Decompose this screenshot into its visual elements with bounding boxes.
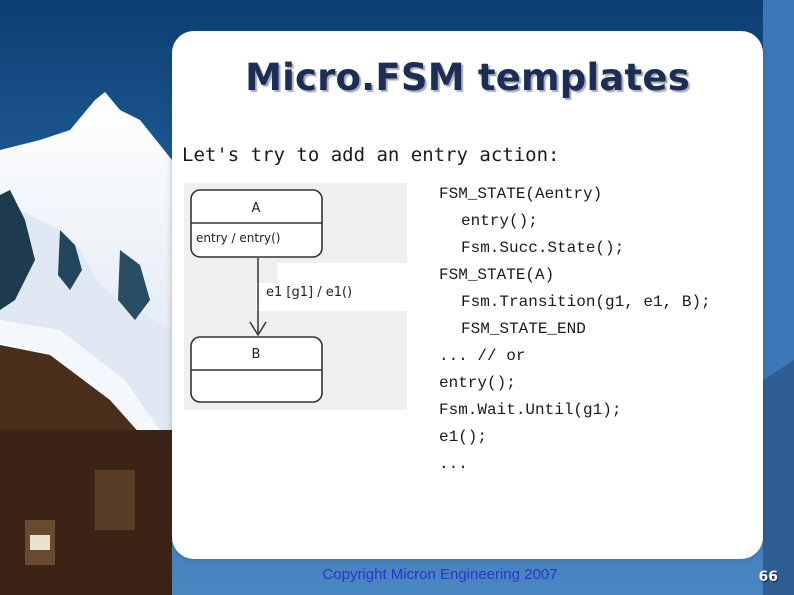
code-line: Fsm.Wait.Until(g1); [439,401,622,419]
code-line: e1(); [439,428,488,446]
code-line: entry(); [461,212,538,230]
code-line: entry(); [439,374,516,392]
state-b-box: B [190,336,323,403]
code-line: FSM_STATE_END [461,320,586,338]
code-line: ... [439,455,468,473]
state-a-box: A entry / entry() [190,189,323,258]
slide-title: Micro.FSM templates [245,56,690,99]
code-line: ... // or [439,347,526,365]
page-number: 66 [758,569,778,585]
code-line: Fsm.Succ.State(); [461,239,625,257]
state-a-entry-action: entry / entry() [196,231,281,245]
state-b-name: B [252,347,261,362]
state-a-name: A [252,201,261,216]
state-diagram: A entry / entry() e1 [g1] / e1() B [184,183,407,410]
code-line: Fsm.Transition(g1, e1, B); [461,293,711,311]
code-line: FSM_STATE(A) [439,266,555,284]
code-line: FSM_STATE(Aentry) [439,185,603,203]
transition-label: e1 [g1] / e1() [266,285,352,300]
slide-subtitle: Let's try to add an entry action: [182,144,560,166]
transition-arrow: e1 [g1] / e1() [249,258,352,337]
copyright-footer: Copyright Micron Engineering 2007 [322,566,558,583]
code-listing: FSM_STATE(Aentry) entry(); Fsm.Succ.Stat… [439,181,711,478]
